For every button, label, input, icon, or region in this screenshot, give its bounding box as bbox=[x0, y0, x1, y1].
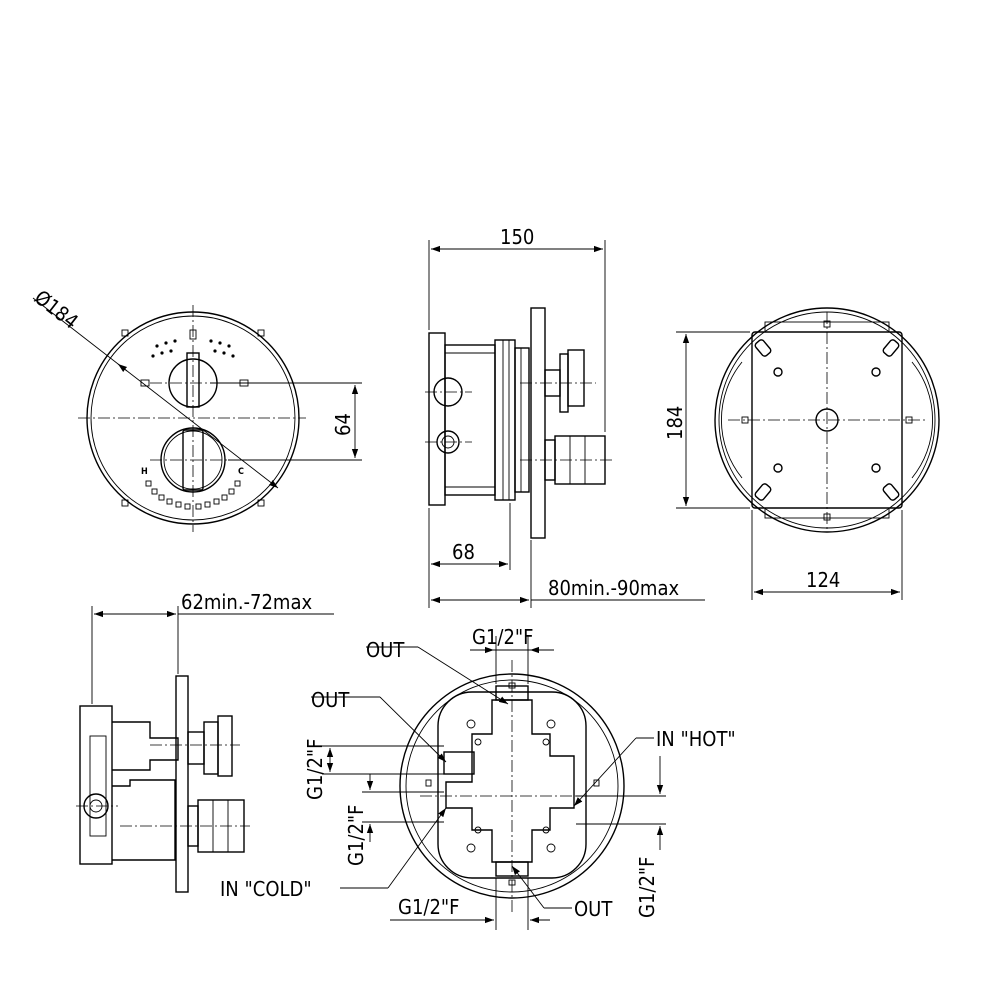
screw-holes bbox=[773, 367, 881, 473]
body-collar bbox=[494, 339, 516, 501]
diverter-lever-section bbox=[217, 715, 233, 777]
mounting-holes bbox=[466, 719, 556, 853]
diameter-leader bbox=[32, 297, 279, 489]
diverter-lever bbox=[567, 349, 585, 407]
body-ring bbox=[514, 347, 530, 493]
depth-label: 68 bbox=[452, 540, 475, 564]
faceplate-side bbox=[530, 307, 546, 539]
spacing-label: 64 bbox=[331, 413, 355, 436]
lug bbox=[121, 499, 129, 507]
adjust-label: 80min.-90max bbox=[548, 576, 679, 600]
tab bbox=[593, 779, 600, 787]
section-view: 62min.-72max bbox=[76, 590, 334, 893]
thread-top-label: G1/2"F bbox=[472, 625, 534, 649]
diverter-indicator bbox=[189, 329, 197, 340]
rosette-arc bbox=[720, 361, 743, 479]
thread-right-label: G1/2"F bbox=[635, 856, 659, 918]
tab bbox=[741, 416, 749, 424]
thread-left-a-label: G1/2"F bbox=[303, 738, 327, 800]
center-hole bbox=[815, 408, 839, 432]
lower-cartridge bbox=[112, 779, 176, 861]
height-label: 184 bbox=[663, 406, 687, 440]
temperature-scale bbox=[145, 480, 241, 510]
upper-cartridge bbox=[112, 721, 179, 771]
out-top-label: OUT bbox=[366, 638, 405, 662]
width-label: 150 bbox=[500, 225, 534, 249]
diameter-label: Ø184 bbox=[30, 285, 83, 334]
tab bbox=[905, 416, 913, 424]
out-left-label: OUT bbox=[311, 688, 350, 712]
tab bbox=[425, 779, 432, 787]
diverter-handle bbox=[186, 352, 200, 408]
manifold-block bbox=[445, 699, 575, 863]
in-cold-label: IN "COLD" bbox=[220, 877, 312, 901]
diverter-dot-scale bbox=[151, 339, 235, 358]
corner-slots bbox=[754, 339, 900, 501]
thread-bottom-label: G1/2"F bbox=[398, 895, 460, 919]
lug bbox=[121, 329, 129, 337]
cold-mark: C bbox=[238, 467, 244, 477]
body-outline bbox=[399, 673, 625, 899]
tab bbox=[823, 320, 831, 328]
in-hot-label: IN "HOT" bbox=[656, 727, 736, 751]
out-bottom-port bbox=[495, 861, 529, 877]
rosette-outline bbox=[714, 307, 940, 533]
mounting-flange bbox=[428, 332, 446, 506]
front-view: H C Ø184 64 bbox=[30, 285, 362, 532]
wall-box bbox=[79, 705, 113, 865]
section-adjust-label: 62min.-72max bbox=[181, 590, 312, 614]
lug bbox=[257, 499, 265, 507]
thermostat-handle bbox=[182, 429, 204, 491]
out-top-leader bbox=[417, 646, 509, 705]
out-bottom-label: OUT bbox=[574, 897, 613, 921]
out-top-port bbox=[495, 685, 529, 701]
out-bottom-leader bbox=[511, 865, 545, 909]
wall-box-inner bbox=[89, 735, 107, 837]
valve-body bbox=[444, 344, 496, 496]
rosette-arc bbox=[911, 361, 934, 479]
tab bbox=[508, 682, 516, 689]
side-view: 150 68 80min.-90max bbox=[425, 225, 705, 608]
diverter-spindle-section bbox=[187, 731, 205, 765]
in-cold-leader bbox=[387, 807, 447, 889]
tab bbox=[508, 879, 516, 886]
lug bbox=[257, 329, 265, 337]
in-hot-leader bbox=[573, 737, 637, 807]
tab bbox=[823, 513, 831, 521]
out-left-port bbox=[443, 751, 475, 775]
out-left-leader bbox=[379, 696, 447, 763]
box-width-label: 124 bbox=[806, 568, 840, 592]
diverter-knob-section bbox=[203, 721, 219, 775]
back-view: 184 124 bbox=[663, 307, 940, 600]
diverter-mark-left bbox=[140, 379, 150, 387]
thread-left-b-label: G1/2"F bbox=[344, 804, 368, 866]
faceplate-section bbox=[175, 675, 189, 893]
connections-view: G1/2"F OUT OUT G1/2"F G1/2"F IN "HOT" G1… bbox=[220, 625, 736, 930]
hot-mark: H bbox=[141, 467, 148, 477]
diameter-arrow-start bbox=[117, 363, 128, 373]
